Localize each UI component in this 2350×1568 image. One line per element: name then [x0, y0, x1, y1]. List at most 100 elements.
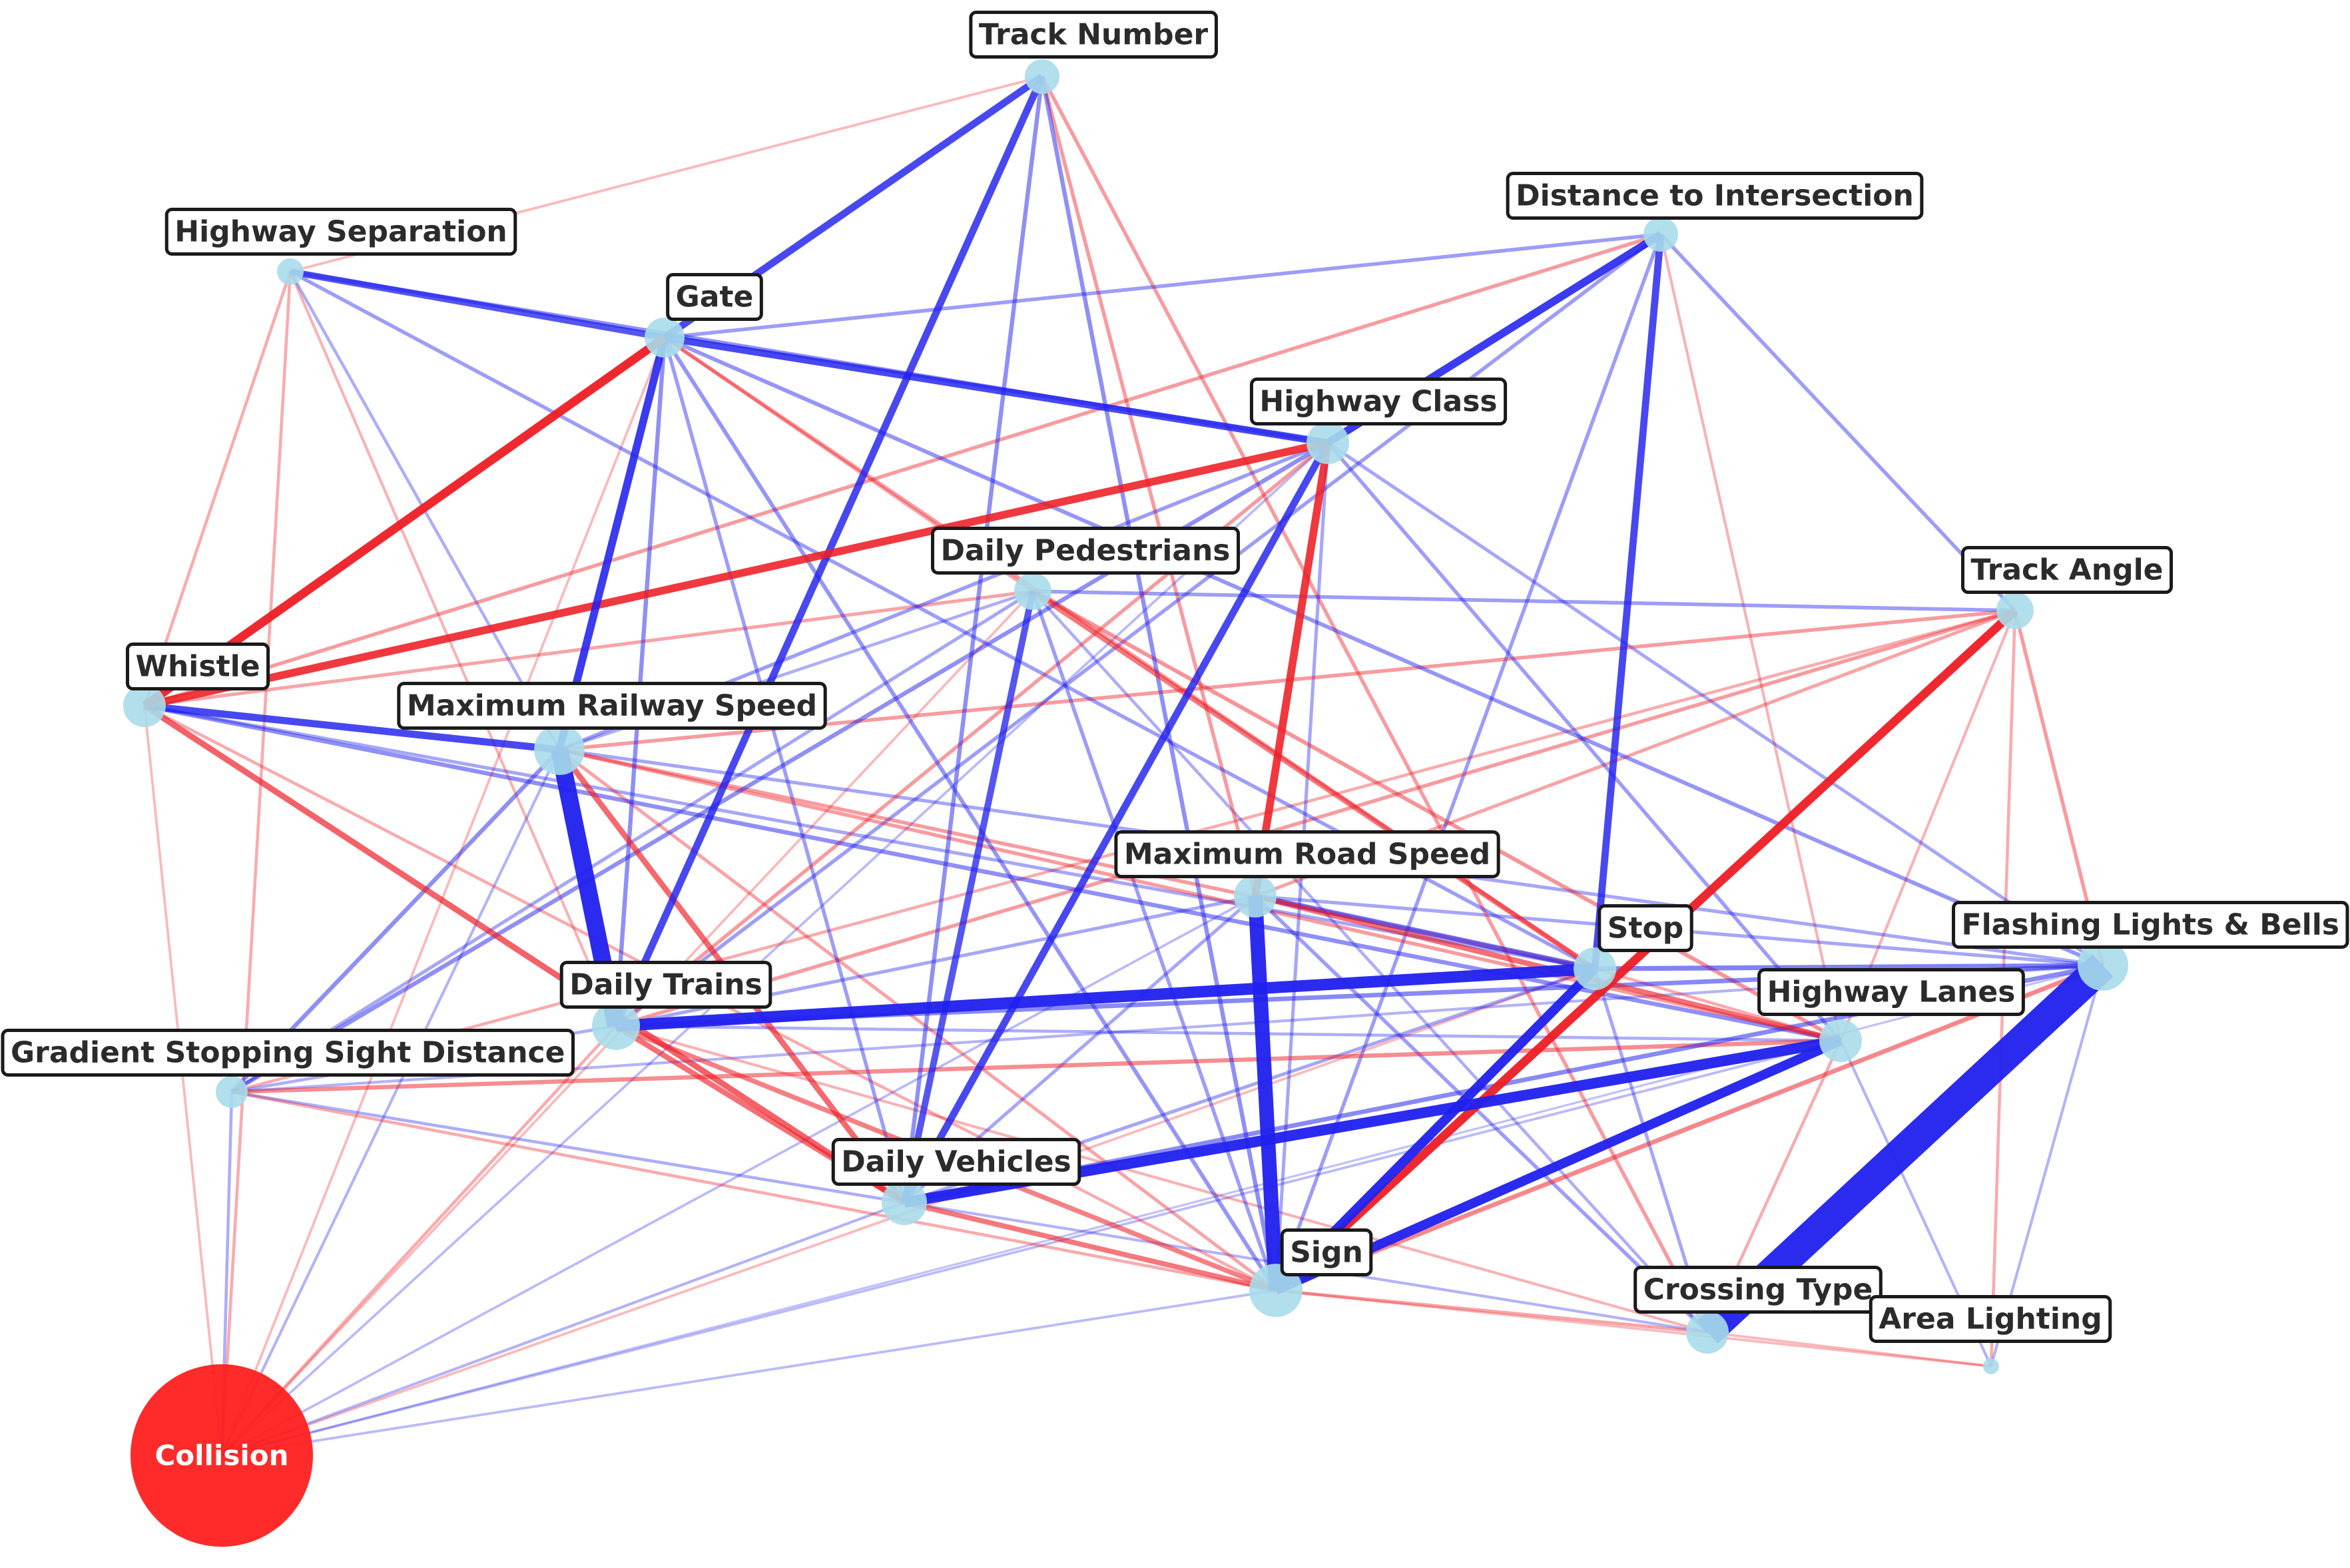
edge-sign-crossing-type [1275, 1288, 1708, 1334]
label-box [1952, 901, 2349, 949]
label-text: Area Lighting [1879, 1302, 2102, 1336]
label-text: Gradient Stopping Sight Distance [11, 1036, 565, 1070]
edge-gradient-stopping-sight-distance-daily-vehicles [231, 1090, 905, 1204]
edge-distance-to-intersection-daily-trains [615, 232, 1662, 1028]
label-text: Daily Pedestrians [940, 534, 1230, 568]
node-label-highway-separation: Highway Separation [164, 208, 517, 256]
edge-collision-maximum-road-speed [221, 895, 1256, 1457]
label-box [1598, 904, 1693, 952]
edge-gradient-stopping-sight-distance-sign [231, 1090, 1277, 1292]
edge-maximum-road-speed-sign [1248, 896, 1283, 1291]
node-track-angle[interactable] [1996, 592, 2034, 629]
edge-stop-flashing-lights-bells [1594, 963, 2104, 971]
edge-distance-to-intersection-gate [664, 232, 1661, 340]
node-label-maximum-road-speed: Maximum Road Speed [1114, 830, 1500, 878]
node-maximum-road-speed[interactable] [1234, 875, 1277, 917]
node-label-track-number: Track Number [969, 11, 1218, 59]
node-highway-class[interactable] [1307, 421, 1349, 464]
edge-daily-trains-stop [615, 963, 1596, 1032]
edge-whistle-maximum-railway-speed [144, 702, 560, 754]
edge-flashing-lights-bells-sign [1275, 963, 2104, 1293]
edge-daily-pedestrians-sign [1031, 591, 1278, 1291]
edge-distance-to-intersection-whistle [144, 232, 1661, 708]
edge-collision-highway-separation [220, 271, 292, 1456]
label-text: Maximum Road Speed [1124, 838, 1490, 872]
label-box [397, 682, 827, 730]
edge-gate-daily-vehicles [663, 337, 906, 1203]
node-label-track-angle: Track Angle [1960, 546, 2174, 594]
label-text: Gate [676, 280, 754, 314]
node-highway-separation[interactable] [277, 258, 304, 285]
label-box [1, 1029, 575, 1077]
label-text: Maximum Railway Speed [407, 689, 817, 723]
node-label-area-lighting: Area Lighting [1869, 1295, 2112, 1343]
edge-gradient-stopping-sight-distance-highway-lanes [231, 1038, 1841, 1095]
label-text: Whistle [135, 650, 260, 684]
edge-whistle-daily-vehicles [143, 703, 906, 1205]
node-label-flashing-lights-bells: Flashing Lights & Bells [1952, 901, 2349, 949]
label-text: Track Number [979, 18, 1209, 52]
node-label-stop: Stop [1598, 904, 1693, 952]
edge-maximum-road-speed-crossing-type [1254, 895, 1709, 1334]
label-text: Track Angle [1970, 553, 2163, 587]
node-label-gate: Gate [666, 273, 763, 321]
edge-daily-pedestrians-daily-vehicles [901, 590, 1036, 1204]
node-gate[interactable] [645, 318, 685, 358]
edge-daily-vehicles-sign [904, 1200, 1277, 1293]
node-flashing-lights-bells[interactable] [2078, 940, 2128, 991]
label-text: Stop [1608, 912, 1683, 945]
edge-whistle-highway-lanes [144, 703, 1841, 1043]
edge-gate-highway-class [664, 334, 1328, 447]
edge-collision-sign [221, 1289, 1277, 1457]
node-label-highway-class: Highway Class [1249, 378, 1508, 425]
edge-highway-separation-gate [290, 268, 665, 341]
edge-highway-class-maximum-road-speed [1251, 442, 1332, 897]
label-box [1506, 172, 1924, 220]
edge-daily-pedestrians-crossing-type [1031, 590, 1709, 1334]
label-text: Highway Class [1259, 385, 1497, 419]
node-label-crossing-type: Crossing Type [1633, 1266, 1883, 1314]
node-daily-vehicles[interactable] [882, 1180, 927, 1225]
node-gradient-stopping-sight-distance[interactable] [216, 1076, 248, 1108]
node-label-collision: Collision [154, 1439, 288, 1472]
edge-highway-class-whistle [143, 439, 1329, 710]
node-area-lighting[interactable] [1983, 1358, 1999, 1374]
node-highway-lanes[interactable] [1819, 1019, 1862, 1062]
node-collision[interactable] [131, 1364, 313, 1547]
edge-maximum-railway-speed-sign [558, 748, 1277, 1292]
edge-distance-to-intersection-stop [1591, 234, 1665, 969]
label-text: Daily Vehicles [841, 1145, 1071, 1179]
edge-highway-separation-daily-trains [289, 271, 617, 1027]
label-text: Sign [1290, 1236, 1363, 1270]
node-daily-trains[interactable] [592, 1002, 640, 1050]
node-label-distance-to-intersection: Distance to Intersection [1506, 172, 1924, 220]
edge-daily-trains-crossing-type [615, 1024, 1708, 1334]
label-box [1249, 378, 1508, 425]
edge-distance-to-intersection-track-angle [1659, 233, 2017, 612]
edge-collision-highway-lanes [221, 1039, 1841, 1457]
edge-collision-gate [220, 337, 666, 1456]
node-stop[interactable] [1574, 947, 1616, 990]
label-box [559, 961, 772, 1009]
node-whistle[interactable] [123, 684, 166, 727]
node-daily-pedestrians[interactable] [1014, 573, 1051, 610]
edge-collision-daily-vehicles [221, 1201, 905, 1457]
label-text: Flashing Lights & Bells [1962, 908, 2339, 942]
edge-collision-maximum-railway-speed [220, 749, 561, 1456]
node-sign[interactable] [1249, 1264, 1303, 1317]
edge-gate-sign [663, 336, 1278, 1292]
label-text: Crossing Type [1643, 1273, 1873, 1307]
node-distance-to-intersection[interactable] [1643, 217, 1678, 252]
edge-gate-flashing-lights-bells [663, 336, 2104, 967]
edge-distance-to-intersection-highway-lanes [1659, 234, 1843, 1041]
node-label-gradient-stopping-sight-distance: Gradient Stopping Sight Distance [1, 1029, 575, 1077]
label-text: Highway Lanes [1767, 975, 2016, 1009]
label-box [1960, 546, 2174, 594]
node-track-number[interactable] [1025, 59, 1059, 94]
node-crossing-type[interactable] [1686, 1311, 1729, 1354]
edge-track-number-crossing-type [1040, 75, 1709, 1334]
edge-highway-class-daily-vehicles [901, 441, 1331, 1204]
node-maximum-railway-speed[interactable] [534, 724, 585, 775]
